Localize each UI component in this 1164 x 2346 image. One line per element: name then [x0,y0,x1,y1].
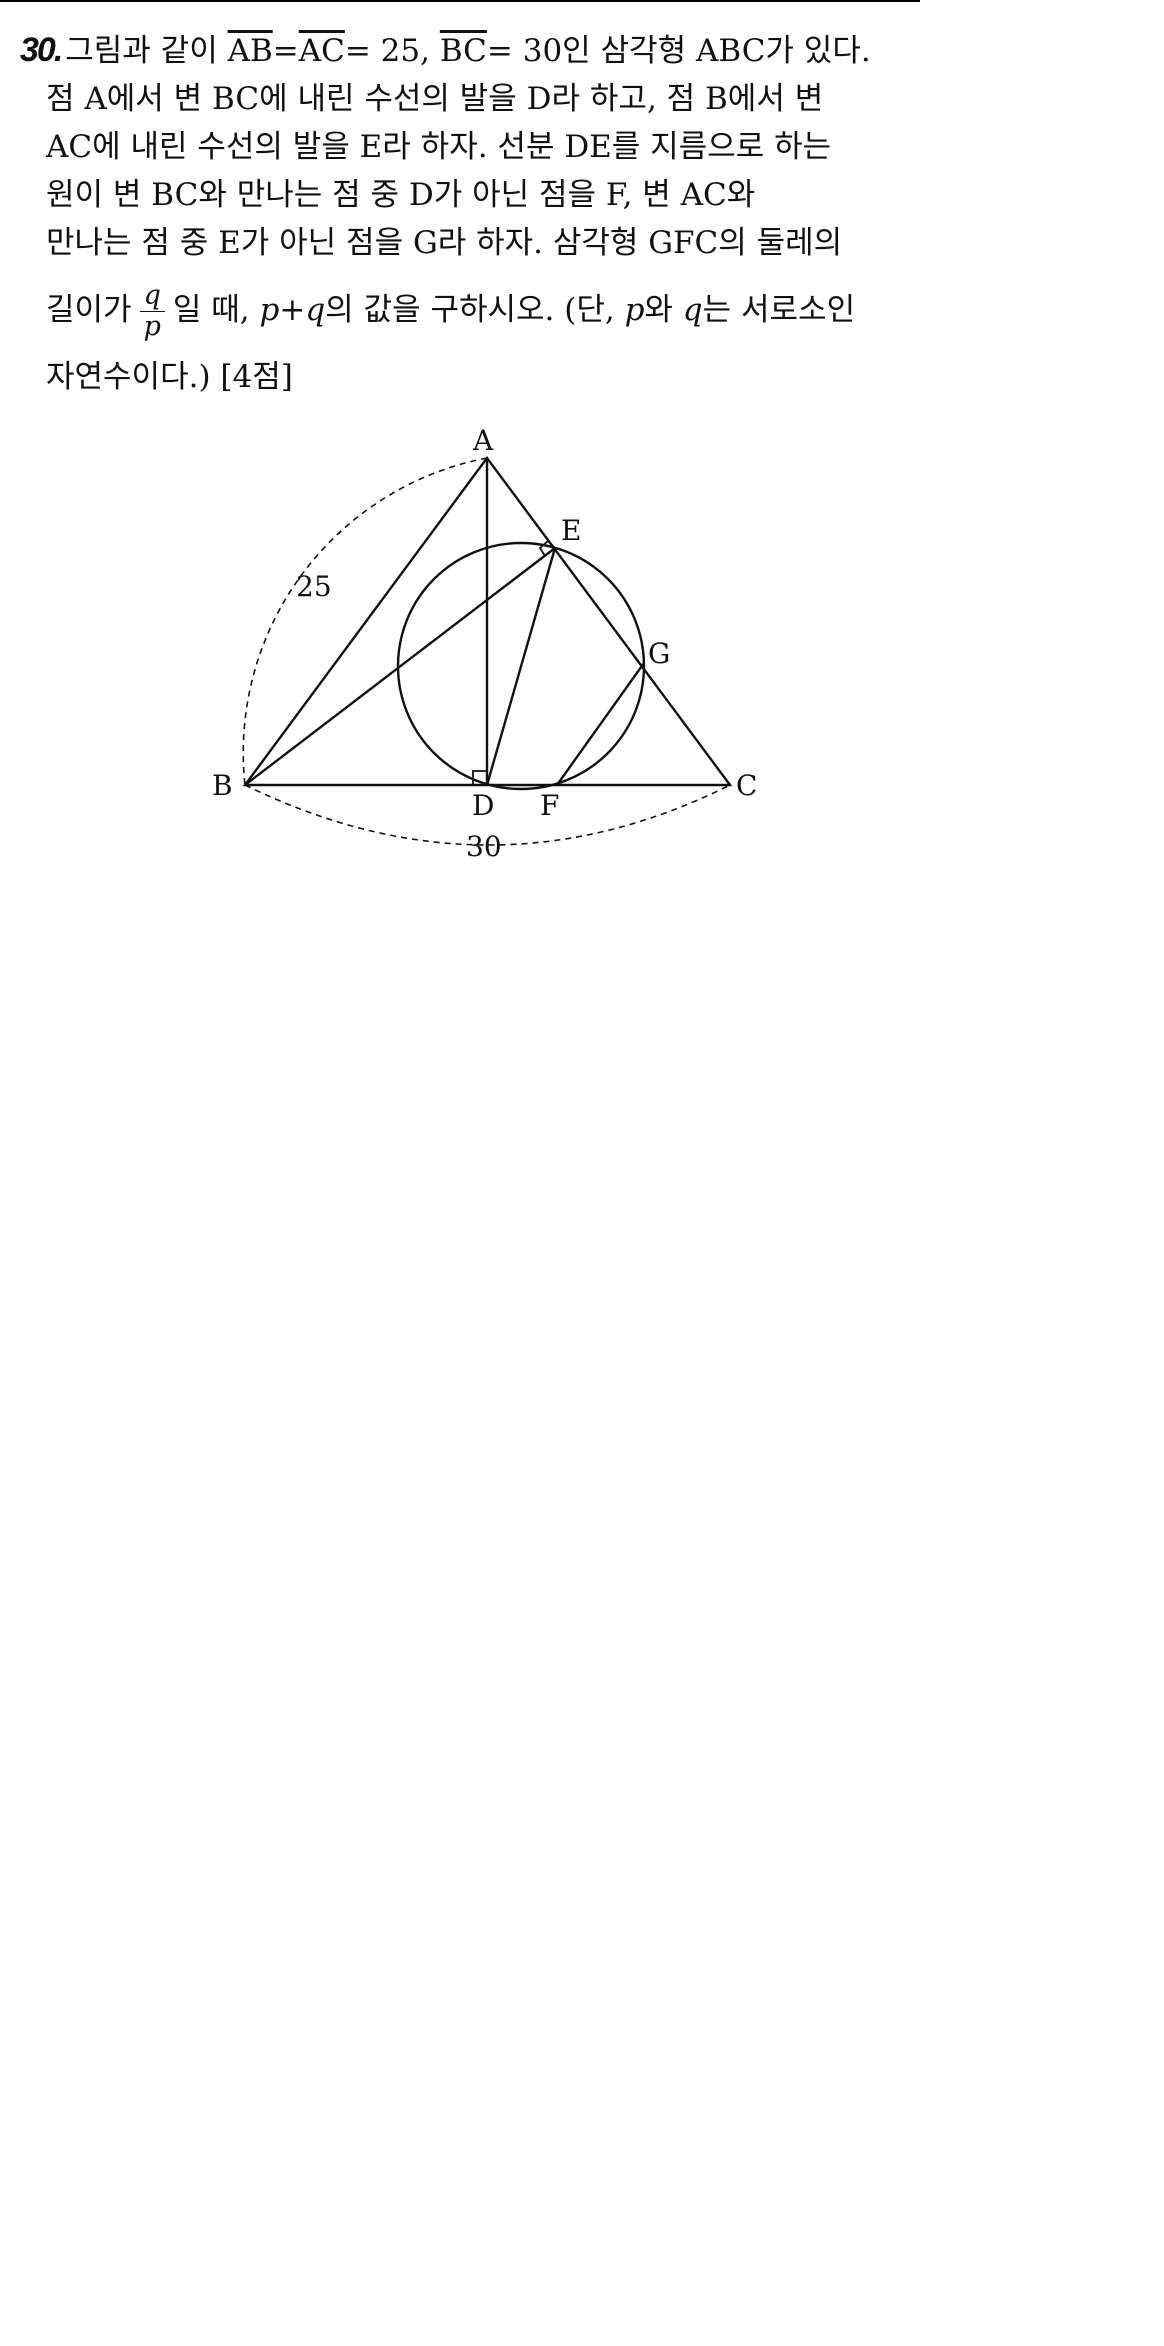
problem-line-5: 만나는 점 중 E가 아닌 점을 G라 하자. 삼각형 GFC의 둘레의 [46,225,843,261]
text-line6-c: 의 값을 구하시오. (단, [325,292,625,328]
text-line6-a: 길이가 [46,292,132,328]
length-label-ab: 25 [296,570,332,603]
text-line6-d: 와 [644,292,683,328]
var-q-2: q [682,292,703,328]
segment-fg [556,662,645,786]
segment-ab: AB [227,33,273,69]
problem-line-1: 30.그림과 같이 AB=AC= 25, BC= 30인 삼각형 ABC가 있다… [20,26,920,75]
right-angle-mark-d [472,770,487,785]
problem-line-3: AC에 내린 수선의 발을 E라 하자. 선분 DE를 지름으로 하는 [46,129,832,165]
problem-30: 30.그림과 같이 AB=AC= 25, BC= 30인 삼각형 ABC가 있다… [20,26,920,401]
text-line1-c: = 30인 삼각형 ABC가 있다. [486,33,871,69]
equals-sign: = [272,33,299,69]
triangle-figure: A B C D E F G 25 30 [212,424,757,863]
label-e: E [561,514,581,547]
label-d: D [472,789,494,822]
label-c: C [736,769,757,802]
circle-de [396,541,646,791]
text-line1-a: 그림과 같이 [65,33,228,69]
dashed-arc-bc [244,784,731,846]
label-f: F [540,789,559,822]
label-b: B [212,769,233,802]
fraction-denominator: p [143,311,161,342]
top-rule [0,0,920,2]
text-line1-b: = 25, [344,33,440,69]
problem-line-7: 자연수이다.) [4점] [46,359,293,395]
text-line6-e: 는 서로소인 [702,292,856,328]
var-p: p [259,292,280,328]
problem-number: 30. [20,31,63,69]
length-label-bc: 30 [466,830,502,863]
dashed-arc-ab [242,457,488,786]
problem-line-4: 원이 변 BC와 만나는 점 중 D가 아닌 점을 F, 변 AC와 [46,177,756,213]
text-line6-b: 일 때, [172,292,260,328]
right-angle-mark-e [538,539,556,557]
var-q: q [305,292,326,328]
var-p-2: p [624,292,645,328]
segment-ac: AC [298,33,345,69]
problem-line-2: 점 A에서 변 BC에 내린 수선의 발을 D라 하고, 점 B에서 변 [46,81,824,117]
fraction-numerator: q [139,281,165,312]
plus-sign: + [279,292,306,328]
segment-bc: BC [439,33,487,69]
segment-de [485,547,557,786]
label-g: G [648,637,670,670]
label-a: A [472,424,494,457]
altitude-be [244,547,556,786]
